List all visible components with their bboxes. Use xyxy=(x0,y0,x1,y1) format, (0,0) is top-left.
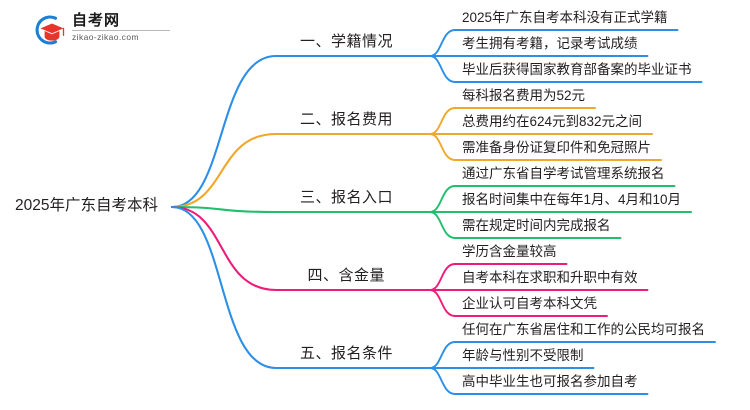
leaf-label-4-3: 企业认可自考本科文凭 xyxy=(462,296,597,311)
leaf-curve xyxy=(429,107,456,135)
branch-curve xyxy=(170,205,278,292)
leaf-curve xyxy=(429,133,456,161)
leaf-label-3-2: 报名时间集中在每年1月、4月和10月 xyxy=(462,192,682,207)
leaf-curve xyxy=(429,185,456,213)
branch-curve xyxy=(170,205,278,370)
leaf-curve xyxy=(429,341,456,369)
leaf-curve xyxy=(429,55,456,83)
leaf-label-4-2: 自考本科在求职和升职中有效 xyxy=(462,270,638,285)
leaf-label-2-3: 需准备身份证复印件和免冠照片 xyxy=(462,140,651,155)
logo-wordmark: 自考网 zikao-zikao.com xyxy=(72,12,170,43)
leaf-label-1-3: 毕业后获得国家教育部备案的毕业证书 xyxy=(462,62,692,77)
leaf-curve xyxy=(429,367,456,395)
leaf-label-4-1: 学历含金量较高 xyxy=(462,244,557,259)
leaf-curve xyxy=(429,29,456,57)
leaf-label-5-2: 年龄与性别不受限制 xyxy=(462,348,584,363)
branch-label-5: 五、报名条件 xyxy=(299,345,393,362)
branch-label-1: 一、学籍情况 xyxy=(299,33,393,50)
leaf-curve xyxy=(429,263,456,291)
branch-label-4: 四、含金量 xyxy=(307,267,385,284)
leaf-curve xyxy=(429,211,456,239)
branch-label-3: 三、报名入口 xyxy=(299,189,393,206)
leaf-label-5-1: 任何在广东省居住和工作的公民均可报名 xyxy=(462,322,705,337)
leaf-label-2-1: 每科报名费用为52元 xyxy=(462,88,586,103)
logo-name-cn: 自考网 xyxy=(72,12,121,29)
branch-curve xyxy=(170,54,278,209)
branch-curve xyxy=(170,205,278,214)
root-label: 2025年广东自考本科 xyxy=(15,197,158,214)
leaf-label-1-1: 2025年广东自考本科没有正式学籍 xyxy=(462,10,668,25)
leaf-label-3-1: 通过广东省自学考试管理系统报名 xyxy=(462,166,665,181)
leaf-curve xyxy=(429,289,456,317)
logo-domain: zikao-zikao.com xyxy=(72,32,139,42)
leaf-label-1-2: 考生拥有考籍，记录考试成绩 xyxy=(462,36,638,51)
branch-curve xyxy=(170,132,278,209)
graduation-cap-icon xyxy=(32,14,66,46)
branch-label-2: 二、报名费用 xyxy=(299,111,393,128)
leaf-label-3-3: 需在规定时间内完成报名 xyxy=(462,218,611,233)
logo-divider xyxy=(72,30,170,31)
leaf-label-2-2: 总费用约在624元到832元之间 xyxy=(462,114,643,129)
site-logo: 自考网 zikao-zikao.com xyxy=(32,12,172,48)
leaf-label-5-3: 高中毕业生也可报名参加自考 xyxy=(462,374,638,389)
